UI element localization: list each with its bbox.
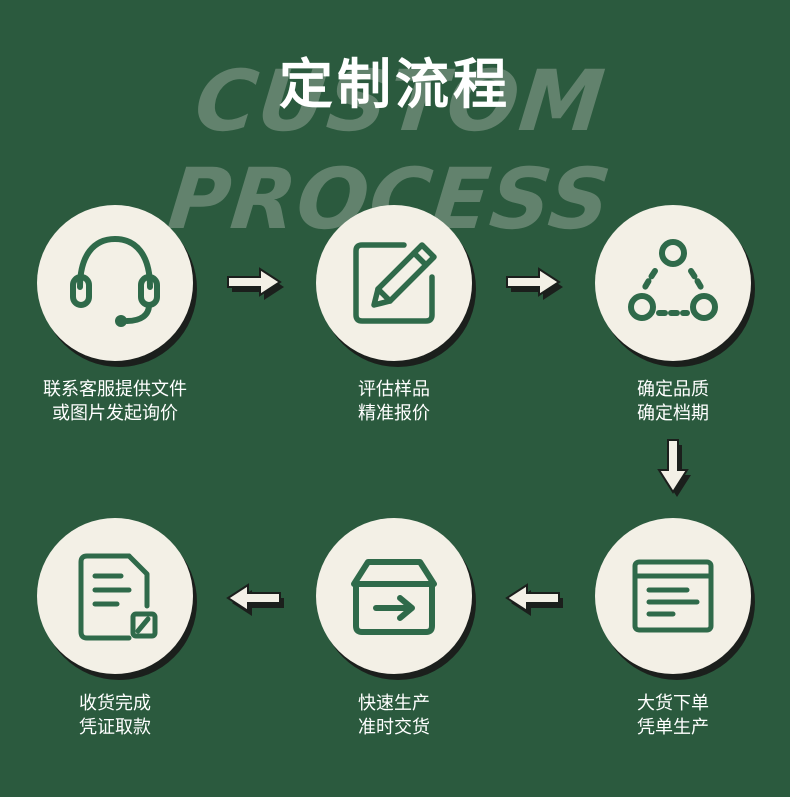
- step-1-label: 联系客服提供文件 或图片发起询价: [5, 378, 225, 426]
- headset-icon: [70, 236, 160, 327]
- step-5-line1: 快速生产: [358, 693, 430, 714]
- page-title: 定制流程: [279, 53, 511, 116]
- step-6-line2: 凭证取款: [79, 717, 151, 738]
- step-2-circle: [316, 205, 472, 361]
- step-4-label: 大货下单 凭单生产: [563, 692, 783, 740]
- step-6-line1: 收货完成: [79, 693, 151, 714]
- invoice-icon: [78, 553, 158, 641]
- step-1-circle: [37, 205, 193, 361]
- cycle-icon: [628, 239, 718, 321]
- arrow-left-icon: [226, 583, 284, 616]
- arrow-down-icon: [657, 439, 691, 497]
- arrow-left-icon: [505, 583, 563, 616]
- step-1-line1: 联系客服提供文件: [43, 379, 187, 400]
- step-5-label: 快速生产 准时交货: [284, 692, 504, 740]
- arrow-right-icon: [506, 267, 563, 300]
- step-4-line2: 凭单生产: [637, 717, 709, 738]
- arrow-right-icon: [227, 267, 284, 300]
- step-3-line2: 确定档期: [637, 403, 709, 424]
- step-1-line2: 或图片发起询价: [52, 403, 178, 424]
- step-6-circle: [37, 518, 193, 674]
- box-arrow-icon: [351, 559, 437, 635]
- step-2-label: 评估样品 精准报价: [284, 378, 504, 426]
- step-4-line1: 大货下单: [637, 693, 709, 714]
- step-3-line1: 确定品质: [637, 379, 709, 400]
- step-5-circle: [316, 518, 472, 674]
- step-6-label: 收货完成 凭证取款: [5, 692, 225, 740]
- edit-icon: [353, 242, 437, 324]
- step-3-circle: [595, 205, 751, 361]
- step-2-line1: 评估样品: [358, 379, 430, 400]
- document-icon: [632, 559, 714, 633]
- step-5-line2: 准时交货: [358, 717, 430, 738]
- step-2-line2: 精准报价: [358, 403, 430, 424]
- step-4-circle: [595, 518, 751, 674]
- step-3-label: 确定品质 确定档期: [563, 378, 783, 426]
